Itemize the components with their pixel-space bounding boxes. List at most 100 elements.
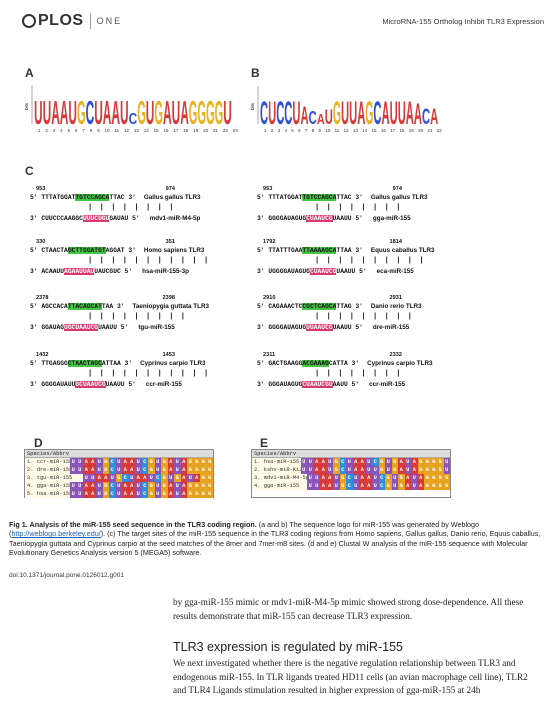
alignment-row-name: 2. kshv-miR-K12-11-5p [252,466,301,474]
alignment-base: G [385,482,392,490]
logo-letter: A [317,111,325,126]
alignment-base: U [167,474,174,482]
duplex-mirna-label: ccr-miR-155 [145,381,182,388]
journal-name: PLOS [38,12,84,29]
duplex-start: 330 [36,239,46,245]
duplex-mirna-seq: 3' GGGGAUAGUGCUAAUCGUAAUU 5'gga-miR-155 [257,215,411,222]
alignment-base: A [404,474,411,482]
alignment-base: U [135,458,142,466]
alignment-base: C [372,458,379,466]
alignment-row-name: 2. dre-miR-155 [25,466,70,474]
duplex-pairing: | | | | | | | | | [88,313,187,321]
alignment-base: C [154,474,161,482]
alignment-base: U [404,458,411,466]
logo-position: 2 [45,128,48,133]
logo-letter: U [292,96,300,126]
alignment-base: A [128,466,135,474]
alignment-base: A [411,466,418,474]
logo-letter: C [86,95,95,126]
alignment-base: A [320,458,327,466]
alignment-base: G [187,466,194,474]
alignment-base: A [122,482,129,490]
duplex-end: 974 [165,186,175,192]
logo-position: 18 [183,128,189,133]
alignment-base: G [200,474,207,482]
alignment-base: A [167,490,174,498]
alignment-base: A [320,466,327,474]
alignment-base: G [161,482,168,490]
logo-position: 4 [60,128,63,133]
alignment-base: C [378,482,385,490]
alignment-base: G [102,490,109,498]
alignment-base: U [76,490,83,498]
alignment-base: G [424,482,431,490]
logo-letter: U [223,95,232,126]
alignment-base: U [300,458,307,466]
body-paragraph-1: by gga-miR-155 mimic or mdv1-miR-M4-5p m… [173,597,524,621]
weblogo-link[interactable]: http://weblogo.berkeley.edu/ [11,529,101,539]
alignment-base: U [115,466,122,474]
alignment-base: G [193,458,200,466]
logo-position: 8 [311,128,315,133]
logo-position: 11 [334,128,340,133]
logo-position: 17 [173,128,179,133]
duplex-mirna-seq: 3' UGGGGAUAGUGCUAAUCGUAAUU 5'eca-miR-155 [257,268,414,275]
alignment-base: U [148,474,155,482]
logo-position: 21 [427,128,433,133]
alignment-base: G [424,474,431,482]
alignment-base: U [128,474,135,482]
alignment-base: G [206,474,213,482]
alignment-base: C [122,474,129,482]
panel-b-label: B [251,66,260,80]
alignment-base: U [333,482,340,490]
alignment-base: A [167,482,174,490]
alignment-base: U [307,482,314,490]
alignment-base: A [359,482,366,490]
alignment-base: G [437,474,444,482]
alignment-base: G [339,474,346,482]
logo-position: 20 [203,128,209,133]
alignment-row: 2. kshv-miR-K12-11-5pUUAAUGCUAAUUGUGAUAG… [252,466,450,474]
alignment-base: U [115,458,122,466]
alignment-base: U [352,474,359,482]
logo-letter: A [414,97,422,126]
duplex-target-label: Homo sapiens TLR3 [143,247,205,254]
alignment-base: U [174,466,181,474]
panel-a-label: A [25,66,34,80]
logo-position: 20 [418,128,424,133]
duplex-target-label: Cyprinus carpio TLR3 [140,360,206,367]
duplex-target-label: Cyprinus carpio TLR3 [367,360,433,367]
alignment-base: U [76,482,83,490]
alignment-base: G [391,466,398,474]
alignment-base: C [109,458,116,466]
alignment-base: A [128,490,135,498]
logo-letter: U [94,95,103,126]
logo-position: 22 [436,128,442,133]
alignment-row-name: 1. hsa-miR-155-5p [252,458,301,466]
duplex-target-seq: 5' TTTATGGATTGTCCAGCATTAC 3'Gallus gallu… [257,194,428,201]
duplex-end: 2332 [389,352,402,358]
duplex-pairing: | | | | | | | | | | | [88,257,210,265]
alignment-base: G [430,474,437,482]
alignment-base: U [135,466,142,474]
logo-letter: G [333,96,341,126]
alignment-base: C [339,458,346,466]
logo-position: 19 [408,128,414,133]
logo-axis-label: bits [25,102,29,110]
alignment-base: U [372,466,379,474]
alignment-base: G [385,474,392,482]
alignment-base: A [180,482,187,490]
alignment-base: A [122,466,129,474]
alignment-base: G [200,482,207,490]
panel-c-label: C [25,164,34,178]
duplex-mirna-seq: 3' ACAAUUAGAAUUAUUAUCGUC 5'hsa-miR-155-3… [30,268,189,275]
alignment-base: U [135,482,142,490]
